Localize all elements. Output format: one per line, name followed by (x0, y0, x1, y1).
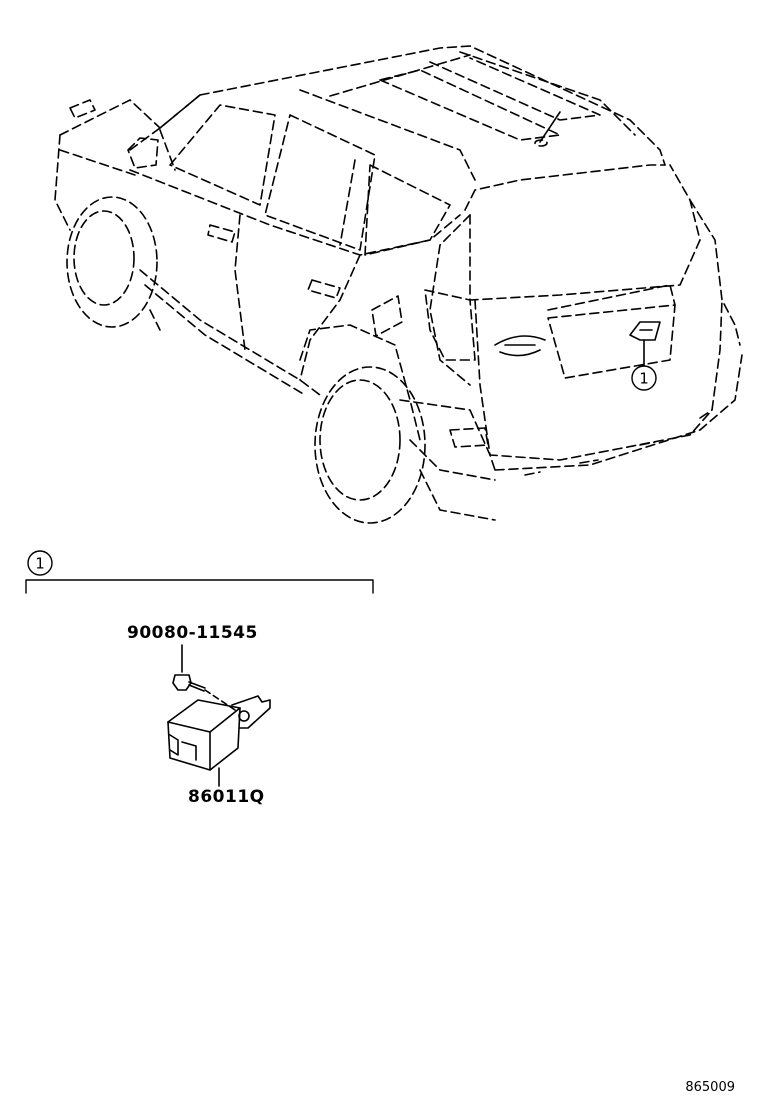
part-number-sensor[interactable]: 86011Q (188, 787, 265, 807)
bolt-assembly-line (204, 689, 239, 713)
sensor-part (167, 695, 271, 771)
bolt-part (172, 674, 206, 692)
callout-label: 1 (639, 370, 649, 388)
callout-circle (631, 365, 657, 391)
tailgate-handle (494, 335, 546, 357)
tailgate-sensor (629, 321, 661, 341)
group-bracket (25, 579, 374, 594)
group-marker-label: 1 (35, 555, 45, 573)
vehicle-outline (54, 45, 743, 524)
group-marker-circle (27, 550, 53, 576)
diagram-code: 865009 (685, 1080, 735, 1095)
part-number-bolt[interactable]: 90080-11545 (127, 623, 258, 643)
